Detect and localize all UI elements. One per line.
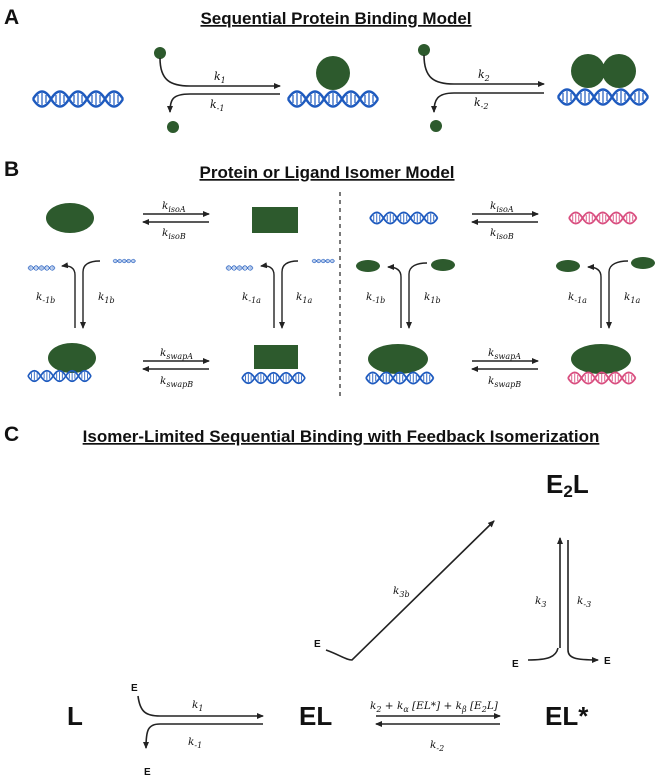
- arrow-k1a-left: [279, 260, 299, 329]
- species-el: EL: [299, 701, 332, 731]
- species-el-star: EL*: [545, 701, 589, 731]
- protein-small-b1: [356, 260, 380, 272]
- dna-small-b4: [311, 258, 335, 264]
- arrow-km1a-right: [587, 264, 602, 328]
- e-km3: E: [604, 656, 611, 667]
- protein-small-a3: [418, 44, 430, 56]
- label-k3: k3: [535, 595, 546, 609]
- label-kswapA-left: kswapA: [160, 347, 193, 361]
- dna-pink-b1: [568, 211, 638, 225]
- label-k2-expression: k2 + kα [EL*] + kβ [E2L]: [370, 700, 499, 714]
- dna-b3: [369, 211, 439, 225]
- dna-small-b1: [27, 265, 56, 271]
- label-kswapA-right: kswapA: [488, 347, 521, 361]
- label-kisoA-left: kisoA: [162, 200, 186, 214]
- dna-b4: [365, 371, 435, 385]
- arrow-k1b-left: [80, 260, 101, 329]
- arrow-k1: [159, 57, 281, 89]
- protein-rect-b1: [252, 207, 298, 233]
- arrow-k3b: [325, 520, 495, 661]
- protein-small-a4: [430, 120, 442, 132]
- panel-c-letter: C: [4, 423, 19, 446]
- label-k1a-right: k1a: [624, 291, 640, 305]
- arrow-km1-c: [143, 723, 263, 749]
- arrow-km1a-left: [260, 262, 275, 328]
- label-k1b-left: k1b: [98, 291, 115, 305]
- curve-k3-e: [527, 647, 559, 661]
- dna-a1: [31, 90, 125, 108]
- arrow-k1-c: [137, 695, 264, 719]
- label-kswapB-left: kswapB: [160, 375, 193, 389]
- protein-bound-a1: [316, 56, 350, 90]
- e-k3b: E: [314, 639, 321, 650]
- protein-bound-a2: [571, 54, 605, 88]
- dna-small-b2: [112, 258, 136, 264]
- label-k3b: k3b: [393, 585, 410, 599]
- protein-small-a2: [167, 121, 179, 133]
- label-k2-a: k2: [478, 68, 490, 83]
- label-k1b-right: k1b: [424, 291, 441, 305]
- arrow-km1b-left: [61, 262, 76, 328]
- label-km1-a: k-1: [210, 98, 224, 113]
- label-km1a-left: k-1a: [242, 291, 261, 305]
- label-km2-c: k-2: [430, 739, 444, 753]
- dna-a2: [286, 90, 380, 108]
- label-km3: k-3: [577, 595, 591, 609]
- label-kisoA-right: kisoA: [490, 200, 514, 214]
- label-k1a-left: k1a: [296, 291, 312, 305]
- arrow-k1b-right: [406, 262, 428, 329]
- protein-small-b3: [556, 260, 580, 272]
- arrow-km3: [567, 540, 599, 663]
- panel-c-title: Isomer-Limited Sequential Binding with F…: [83, 427, 600, 446]
- protein-oval-bound-b3: [571, 344, 631, 374]
- label-km1b-left: k-1b: [36, 291, 55, 305]
- label-km1b-right: k-1b: [366, 291, 385, 305]
- arrow-km2: [431, 92, 544, 113]
- dna-b2: [241, 371, 306, 385]
- arrow-km1b-right: [387, 264, 402, 328]
- dna-b1: [27, 369, 92, 383]
- e-k3: E: [512, 659, 519, 670]
- protein-oval-b1: [46, 203, 94, 233]
- e-km1: E: [144, 767, 151, 778]
- dna-small-b3: [225, 265, 254, 271]
- e-k1: E: [131, 683, 138, 694]
- protein-small-b4: [631, 257, 655, 269]
- dna-a3: [556, 88, 650, 106]
- label-km1-c: k-1: [188, 736, 202, 750]
- label-km1a-right: k-1a: [568, 291, 587, 305]
- panel-b-title: Protein or Ligand Isomer Model: [199, 163, 454, 182]
- panel-b-letter: B: [4, 158, 19, 181]
- arrow-k1a-right: [606, 260, 629, 329]
- protein-oval-bound-b2: [368, 344, 428, 374]
- dna-pink-b2: [567, 371, 637, 385]
- protein-small-a1: [154, 47, 166, 59]
- species-l: L: [67, 701, 83, 731]
- species-e2l: E2L: [546, 469, 589, 501]
- panel-a-title: Sequential Protein Binding Model: [200, 9, 471, 28]
- label-k1-a: k1: [214, 70, 226, 85]
- protein-bound-a3: [602, 54, 636, 88]
- protein-oval-bound-b1: [48, 343, 96, 373]
- arrow-km1: [167, 93, 280, 113]
- label-k1-c: k1: [192, 699, 203, 713]
- label-kswapB-right: kswapB: [488, 375, 521, 389]
- panel-a-letter: A: [4, 6, 19, 29]
- protein-small-b2: [431, 259, 455, 271]
- label-kisoB-right: kisoB: [490, 227, 514, 241]
- label-km2-a: k-2: [474, 96, 488, 111]
- protein-rect-bound-b1: [254, 345, 298, 369]
- arrow-k2: [423, 54, 545, 87]
- label-kisoB-left: kisoB: [162, 227, 186, 241]
